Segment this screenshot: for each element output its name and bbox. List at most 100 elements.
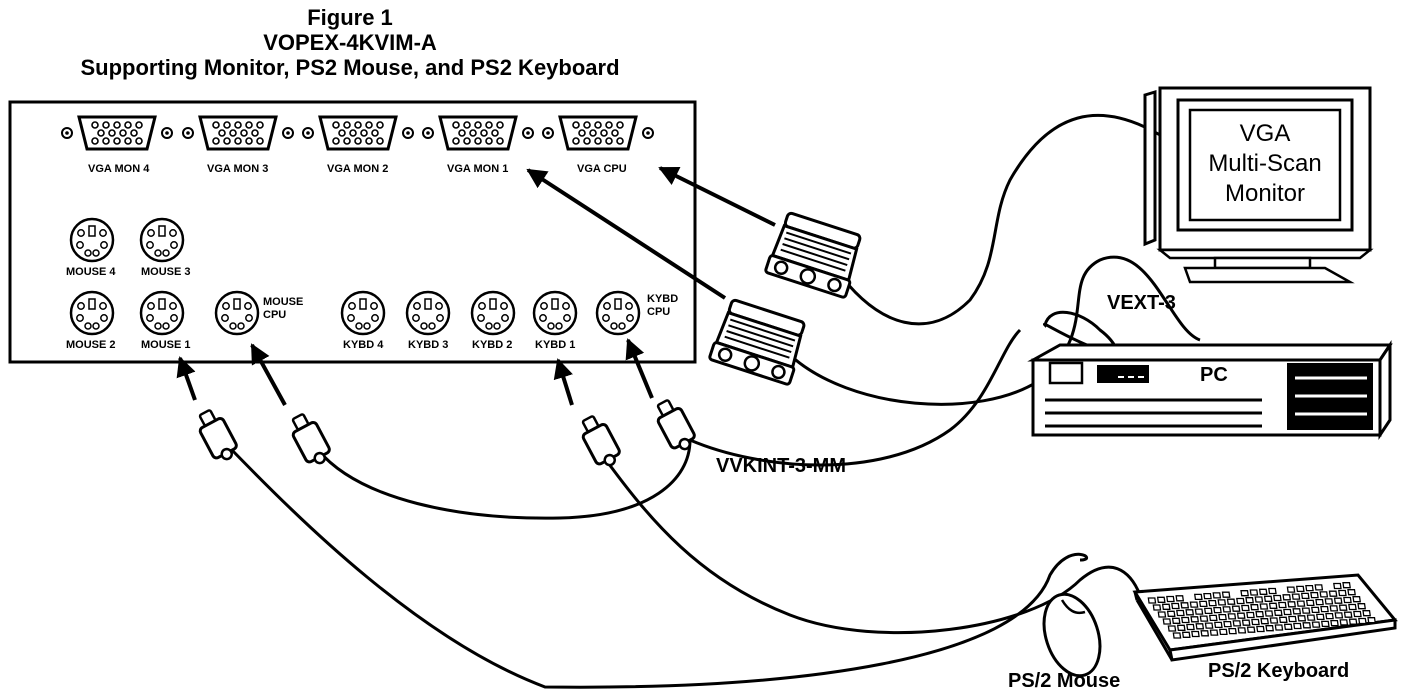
arrow-mouse-cpu bbox=[250, 343, 287, 406]
keyboard-key bbox=[1273, 594, 1282, 602]
ps2-port-mouse-cpu bbox=[214, 290, 260, 336]
keyboard-key bbox=[1204, 622, 1214, 629]
keyboard-key bbox=[1334, 612, 1344, 619]
cables bbox=[228, 114, 1201, 689]
keyboard-key bbox=[1166, 610, 1176, 617]
keyboard-key bbox=[1258, 588, 1268, 595]
keyboard-key bbox=[1157, 611, 1167, 618]
ps2-plug-kybd-cpu bbox=[649, 394, 701, 457]
keyboard-key bbox=[1152, 604, 1162, 611]
ps2-port-kybd2 bbox=[470, 290, 516, 336]
ps2-mouse-label: PS/2 Mouse bbox=[1008, 670, 1121, 692]
keyboard-key bbox=[1311, 606, 1320, 614]
keyboard-key bbox=[1338, 589, 1347, 597]
keyboard-key bbox=[1325, 612, 1334, 620]
keyboard-key bbox=[1162, 618, 1172, 625]
keyboard-key bbox=[1286, 586, 1296, 593]
keyboard-key bbox=[1259, 603, 1269, 610]
mouse-label-2: MOUSE 2 bbox=[66, 339, 116, 351]
keyboard-key bbox=[1212, 592, 1222, 599]
mouse-label-1: MOUSE 1 bbox=[141, 339, 191, 351]
keyboard-key bbox=[1315, 598, 1324, 606]
vga-label-cpu: VGA CPU bbox=[577, 163, 627, 175]
keyboard-key bbox=[1251, 618, 1260, 626]
keyboard-key bbox=[1263, 595, 1273, 602]
vga-plug-cpu bbox=[763, 209, 867, 300]
keyboard-key bbox=[1260, 618, 1269, 625]
keyboard-key bbox=[1273, 609, 1283, 616]
kybd-label-1: KYBD 1 bbox=[535, 339, 576, 351]
mouse-label-4: MOUSE 4 bbox=[66, 266, 116, 278]
keyboard-key bbox=[1301, 607, 1311, 614]
keyboard-key bbox=[1278, 616, 1288, 623]
keyboard-key bbox=[1250, 604, 1259, 611]
keyboard-key bbox=[1218, 613, 1227, 621]
keyboard-key bbox=[1191, 630, 1200, 638]
keyboard-key bbox=[1213, 606, 1222, 614]
ps2-port-mouse1 bbox=[139, 290, 185, 336]
ps2-port-kybd3 bbox=[405, 290, 451, 336]
keyboard-key bbox=[1175, 595, 1185, 602]
pc-label: PC bbox=[1200, 364, 1228, 386]
keyboard-key bbox=[1305, 599, 1315, 607]
keyboard-key bbox=[1241, 604, 1250, 612]
keyboard-key bbox=[1245, 597, 1254, 604]
keyboard-key bbox=[1231, 605, 1241, 612]
ps2-port-mouse4 bbox=[69, 217, 115, 263]
keyboard-key bbox=[1226, 598, 1236, 605]
keyboard-key bbox=[1278, 601, 1287, 609]
keyboard-key bbox=[1209, 629, 1219, 636]
keyboard-key bbox=[1200, 630, 1210, 637]
keyboard-key bbox=[1214, 621, 1223, 629]
keyboard-key bbox=[1348, 618, 1358, 625]
vga-label-mon4: VGA MON 4 bbox=[88, 163, 150, 175]
keyboard-key bbox=[1256, 625, 1265, 633]
keyboard-key bbox=[1339, 619, 1349, 626]
vvkint-label: VVKINT-3-MM bbox=[716, 455, 846, 477]
vga-label-mon2: VGA MON 2 bbox=[327, 163, 389, 175]
keyboard-key bbox=[1223, 620, 1232, 628]
cable-mouse-1 bbox=[228, 446, 1088, 689]
keyboard-key bbox=[1228, 627, 1237, 635]
keyboard-key bbox=[1167, 625, 1177, 632]
keyboard-key bbox=[1342, 582, 1351, 589]
cable-kybd-1 bbox=[604, 459, 1142, 635]
keyboard-key bbox=[1300, 592, 1310, 600]
keyboard-key bbox=[1348, 603, 1357, 611]
mouse-cpu-label-line2: CPU bbox=[263, 309, 287, 321]
keyboard-key bbox=[1219, 628, 1228, 636]
cable-kybd-cpu bbox=[689, 328, 1022, 467]
keyboard-key bbox=[1314, 584, 1324, 591]
keyboard-key bbox=[1333, 597, 1343, 604]
vga-label-mon1: VGA MON 1 bbox=[447, 163, 509, 175]
keyboard-key bbox=[1283, 623, 1293, 630]
keyboard-key bbox=[1189, 601, 1199, 608]
arrow-vga-mon1 bbox=[526, 168, 727, 300]
kybd-cpu-label-line2: CPU bbox=[647, 306, 671, 318]
kvm-switch bbox=[8, 100, 697, 364]
keyboard-key bbox=[1246, 611, 1255, 619]
keyboard-key bbox=[1293, 622, 1302, 630]
mouse-label-3: MOUSE 3 bbox=[141, 266, 191, 278]
keyboard-key bbox=[1268, 587, 1277, 595]
pc bbox=[1027, 340, 1393, 440]
vext-label: VEXT-3 bbox=[1107, 292, 1176, 314]
arrows bbox=[176, 166, 776, 406]
keyboard-key bbox=[1227, 613, 1237, 620]
mouse bbox=[1042, 592, 1102, 678]
cable-vga-cpu bbox=[833, 114, 1161, 326]
keyboard-key bbox=[1287, 601, 1297, 608]
ps2-plug-mouse1 bbox=[191, 404, 243, 467]
keyboard-key bbox=[1236, 597, 1245, 605]
keyboard-key bbox=[1166, 595, 1175, 603]
keyboard-key bbox=[1172, 632, 1182, 639]
ps2-port-kybd4 bbox=[340, 290, 386, 336]
keyboard-key bbox=[1176, 624, 1186, 631]
keyboard-key bbox=[1296, 600, 1306, 607]
arrow-kybd-cpu bbox=[625, 338, 654, 399]
kybd-cpu-label-line1: KYBD bbox=[647, 293, 679, 305]
keyboard-key bbox=[1208, 599, 1217, 607]
cable-vga-1 bbox=[788, 255, 1201, 406]
cable-mouse-cpu bbox=[316, 439, 692, 520]
